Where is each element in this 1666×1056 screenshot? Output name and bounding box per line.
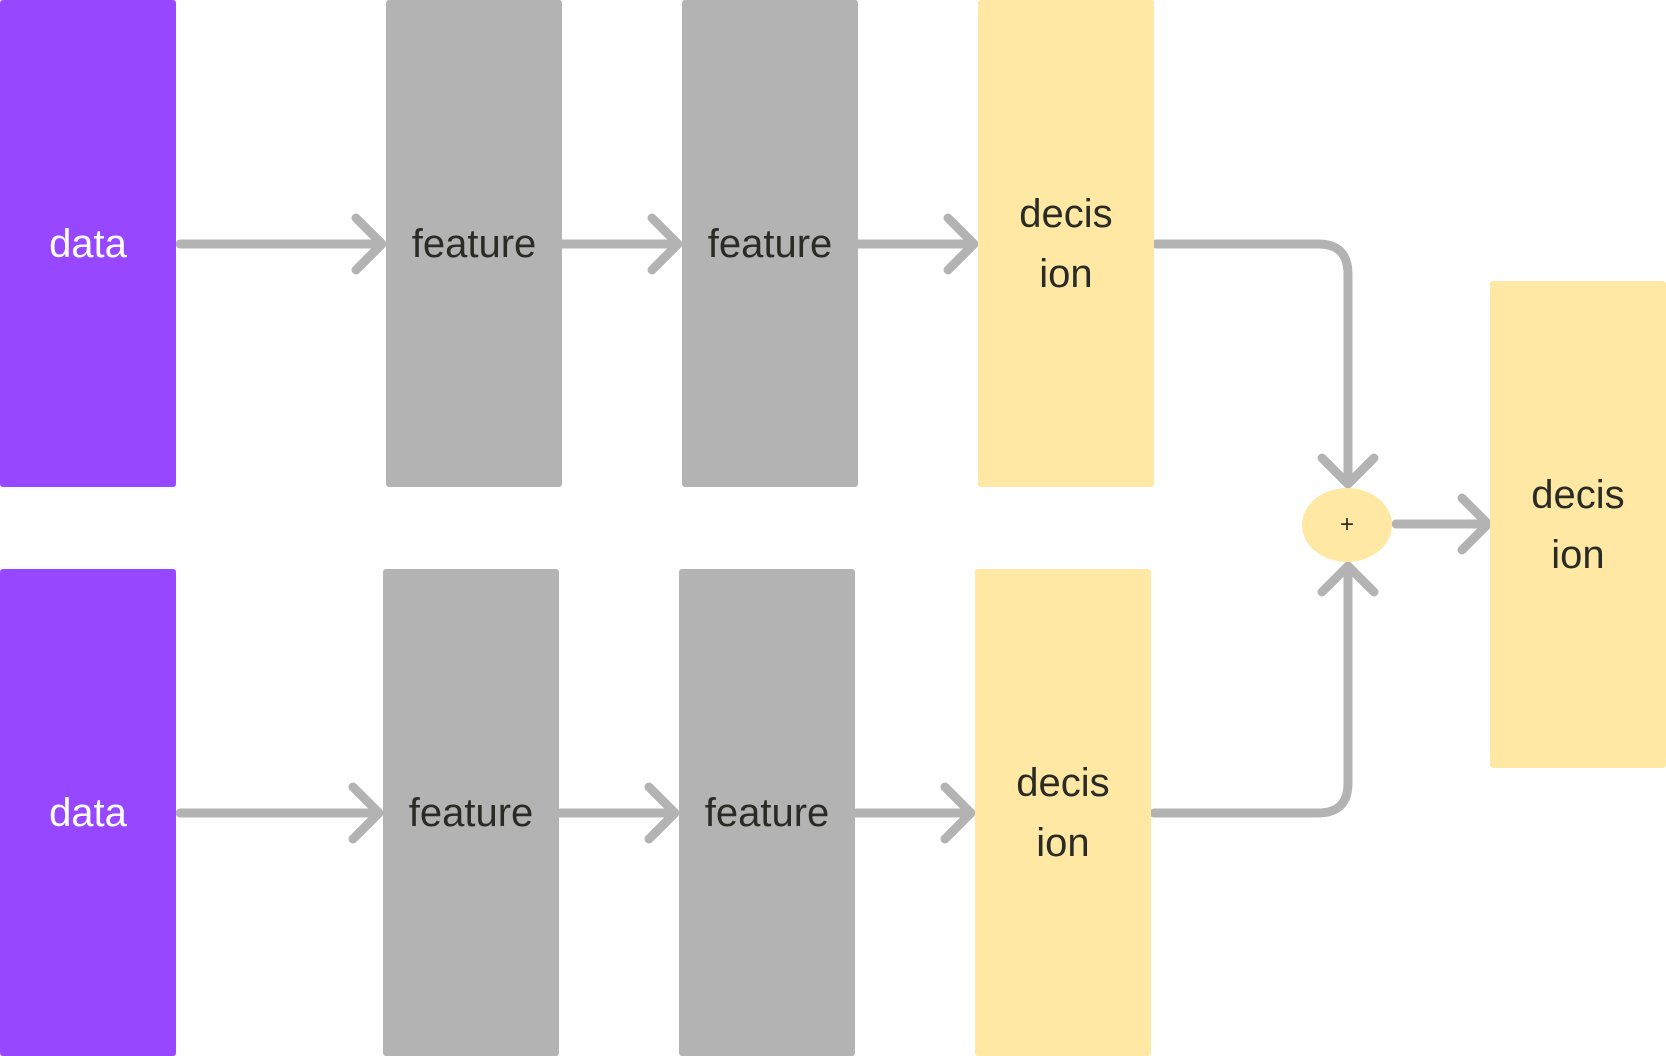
decision-label-line1: decis [1531,472,1625,517]
feature-label: feature [704,790,830,835]
arrow-combiner-to-final [1391,493,1493,555]
plus-symbol: + [1339,511,1354,538]
decision-label-line2: ion [1036,820,1090,865]
feature-box-top-1: feature [386,0,562,487]
arrow-decision-to-combiner-bottom [1149,561,1379,818]
arrow-feature-to-feature-bottom [555,782,680,844]
feature-label: feature [408,790,534,835]
arrow-feature-to-decision-bottom [851,782,976,844]
decision-label-line2: ion [1039,251,1093,296]
decision-label-line1: decis [1019,191,1113,236]
feature-box-bottom-2: feature [679,569,855,1056]
data-label: data [49,221,127,266]
decision-box-bottom: decis ion [975,569,1151,1056]
arrow-data-to-feature-bottom [175,782,384,844]
arrow-feature-to-decision-top [853,213,979,275]
data-box-bottom: data [0,569,176,1056]
decision-box-top: decis ion [978,0,1154,487]
arrow-data-to-feature-top [175,213,387,275]
feature-label: feature [411,221,537,266]
feature-box-top-2: feature [682,0,858,487]
final-decision-box: decis ion [1490,281,1666,768]
feature-label: feature [707,221,833,266]
data-box-top: data [0,0,176,487]
decision-label-line2: ion [1551,532,1605,577]
arrow-decision-to-combiner-top [1151,239,1379,489]
decision-label-line1: decis [1016,760,1110,805]
combiner-node: + [1302,488,1392,562]
feature-box-bottom-1: feature [383,569,559,1056]
arrow-feature-to-feature-top [557,213,683,275]
data-label: data [49,790,127,835]
